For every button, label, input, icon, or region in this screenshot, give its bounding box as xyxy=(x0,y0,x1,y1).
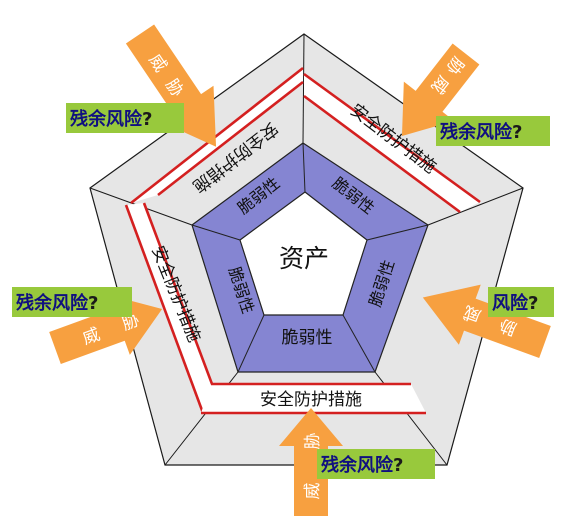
risk-label-right: 风险? xyxy=(488,287,554,317)
protection-band-left xyxy=(124,202,220,414)
protection-band-top-left xyxy=(130,66,304,205)
residual-risk-label-top-left: 残余风险? xyxy=(66,103,184,133)
svg-text:残余风险?: 残余风险? xyxy=(321,454,403,476)
svg-text:胁: 胁 xyxy=(497,314,520,339)
protection-label-bottom: 安全防护措施 xyxy=(260,390,362,410)
threat-arrow-top-right: 威 胁 xyxy=(401,43,480,136)
inner-spokes xyxy=(191,142,429,373)
asset-label: 资产 xyxy=(279,244,329,273)
residual-risk-label-top-right: 残余风险? xyxy=(436,116,550,146)
asset-pentagon xyxy=(239,191,368,316)
svg-text:威: 威 xyxy=(461,301,484,326)
threat-arrow-bottom: 威 胁 xyxy=(279,408,343,516)
svg-text:残余风险?: 残余风险? xyxy=(16,292,98,314)
svg-text:威: 威 xyxy=(303,483,323,500)
svg-text:残余风险?: 残余风险? xyxy=(440,121,522,143)
residual-risk-label-left: 残余风险? xyxy=(12,287,132,317)
svg-text:残余风险?: 残余风险? xyxy=(70,108,152,130)
residual-risk-label-bottom: 残余风险? xyxy=(317,449,435,479)
vulnerability-label-bottom: 脆弱性 xyxy=(282,328,333,348)
svg-text:威: 威 xyxy=(80,325,103,350)
threat-arrow-right: 威 胁 xyxy=(422,284,551,358)
svg-text:风险?: 风险? xyxy=(492,292,538,314)
svg-text:胁: 胁 xyxy=(303,433,323,450)
protection-band-top-right xyxy=(303,72,481,214)
threat-arrow-top-left: 威 胁 xyxy=(125,24,217,147)
